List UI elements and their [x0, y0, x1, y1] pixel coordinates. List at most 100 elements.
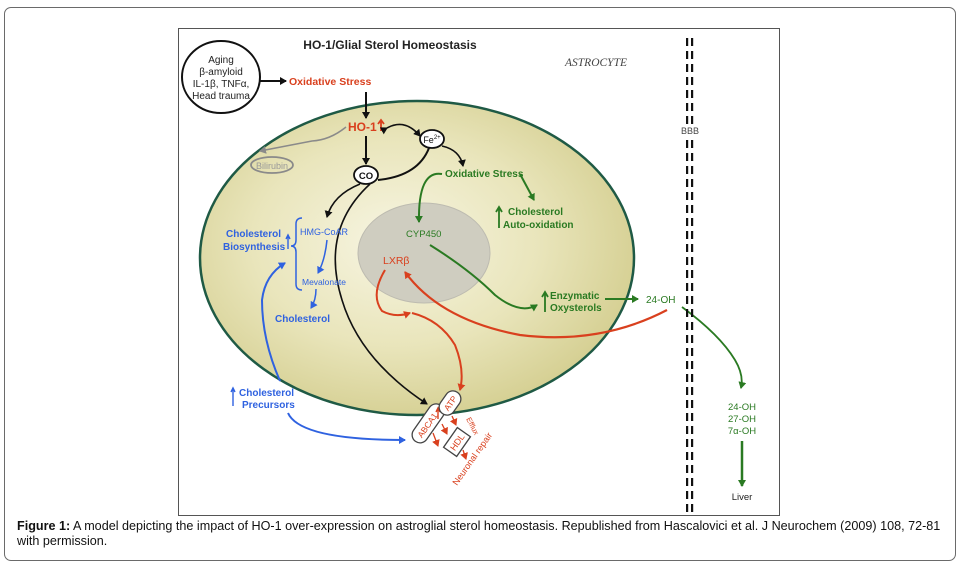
chol-biosynthesis-line1: Cholesterol	[226, 229, 281, 240]
bbb-dash	[691, 205, 694, 213]
cholesterol-label: Cholesterol	[275, 314, 330, 325]
bbb-dash	[686, 335, 689, 343]
ho1-label: HO-1	[348, 120, 377, 134]
bbb-dash	[691, 153, 694, 161]
bbb-dash	[686, 218, 689, 226]
bbb-dash	[691, 361, 694, 369]
arrow-lxrb-to-abca1	[375, 269, 411, 319]
arrow-lxrb-to-atp	[411, 312, 466, 391]
bbb-dash	[691, 179, 694, 187]
arrow-os-to-autoox	[519, 173, 535, 201]
arrow-fe-to-os	[441, 145, 466, 167]
arrow-precursors-to-abca1	[287, 412, 406, 444]
caption-label: Figure 1:	[17, 519, 71, 533]
chol-biosynthesis-line2: Biosynthesis	[223, 242, 286, 253]
bbb-dash	[691, 38, 694, 46]
oxidative-stress-inner: Oxidative Stress	[445, 169, 524, 180]
ho1-text: HO-1	[348, 120, 377, 134]
co-circle	[353, 165, 379, 185]
figure-caption: Figure 1: A model depicting the impact o…	[17, 519, 947, 549]
arrow-co-to-abca1	[334, 183, 428, 405]
stimuli-circle	[181, 40, 261, 114]
stimulus-beta-amyloid: β-amyloid	[199, 67, 243, 78]
bbb-dash	[691, 218, 694, 226]
bbb-dash	[691, 51, 694, 59]
blood-brain-barrier	[686, 38, 694, 512]
bbb-dash	[686, 478, 689, 486]
stimulus-cytokines: IL-1β, TNFα,	[193, 79, 250, 90]
bbb-dash	[686, 348, 689, 356]
arrow-24oh-to-lxrb	[404, 271, 668, 339]
efflux-arrow-3	[449, 415, 458, 426]
path-fe-to-co	[377, 147, 430, 181]
bbb-dash	[691, 64, 694, 72]
fe-circle	[419, 129, 445, 149]
bbb-dash	[691, 166, 694, 174]
bbb-dash	[686, 491, 689, 499]
bbb-dash	[691, 478, 694, 486]
cholesterol-autoox-line2: Auto-oxidation	[503, 220, 574, 231]
arrow-cyp450-to-oxysterols	[429, 244, 538, 312]
bbb-dash	[686, 116, 689, 124]
bbb-dash	[686, 465, 689, 473]
bbb-dash	[686, 205, 689, 213]
bbb-dash	[691, 309, 694, 317]
bbb-dash	[686, 166, 689, 174]
bbb-dash	[686, 361, 689, 369]
bbb-dash	[686, 90, 689, 98]
bbb-dash	[686, 153, 689, 161]
bbb-dash	[691, 322, 694, 330]
bbb-dash	[686, 387, 689, 395]
bbb-dash	[686, 103, 689, 111]
biosynthesis-up-arrow-icon	[285, 233, 291, 249]
precursors-up-arrow-icon	[230, 386, 236, 406]
bbb-dash	[686, 51, 689, 59]
bbb-dash	[691, 465, 694, 473]
bbb-dash	[686, 452, 689, 460]
bbb-dash	[691, 244, 694, 252]
bbb-dash	[691, 426, 694, 434]
figure-container	[4, 7, 956, 561]
bbb-dash	[691, 103, 694, 111]
lxrb-label: LXRβ	[383, 255, 409, 267]
bbb-dash	[691, 77, 694, 85]
arrow-os-to-cyp450	[414, 172, 443, 223]
bbb-dash	[686, 140, 689, 148]
bbb-dash	[686, 426, 689, 434]
nucleus	[357, 202, 491, 304]
bbb-dash	[686, 283, 689, 291]
bbb-dash	[686, 309, 689, 317]
bbb-dash	[691, 413, 694, 421]
bbb-dash	[691, 283, 694, 291]
bbb-dash	[686, 192, 689, 200]
oxysterols-up-arrow-icon	[541, 290, 549, 312]
blood-oxysterol-24oh: 24-OH	[728, 402, 756, 413]
bbb-dash	[691, 387, 694, 395]
bbb-dash	[691, 491, 694, 499]
bbb-dash	[686, 257, 689, 265]
stimulus-aging: Aging	[208, 55, 234, 66]
bilirubin-oval	[250, 156, 294, 174]
cyp450-label: CYP450	[406, 229, 441, 240]
bbb-dash	[686, 504, 689, 512]
oh24-label: 24-OH	[646, 295, 675, 306]
efflux-arrow-1	[432, 432, 440, 447]
bbb-dash	[686, 413, 689, 421]
fe-label: Fe2+	[423, 135, 441, 145]
bbb-dash	[686, 231, 689, 239]
bbb-dash	[686, 77, 689, 85]
co-label: CO	[359, 171, 373, 182]
bbb-label: BBB	[681, 126, 699, 136]
efflux-arrow-2	[440, 423, 448, 435]
bbb-dash	[691, 296, 694, 304]
caption-text: A model depicting the impact of HO-1 ove…	[17, 519, 941, 548]
bbb-dash	[686, 64, 689, 72]
bbb-dash	[686, 439, 689, 447]
arrow-ho1-fe	[379, 123, 421, 137]
liver-label: Liver	[732, 492, 753, 503]
enzymatic-oxysterols-line2: Oxysterols	[550, 303, 602, 314]
bbb-dash	[691, 439, 694, 447]
chol-precursors-line1: Cholesterol	[239, 388, 294, 399]
stimulus-head-trauma: Head trauma	[192, 91, 250, 102]
